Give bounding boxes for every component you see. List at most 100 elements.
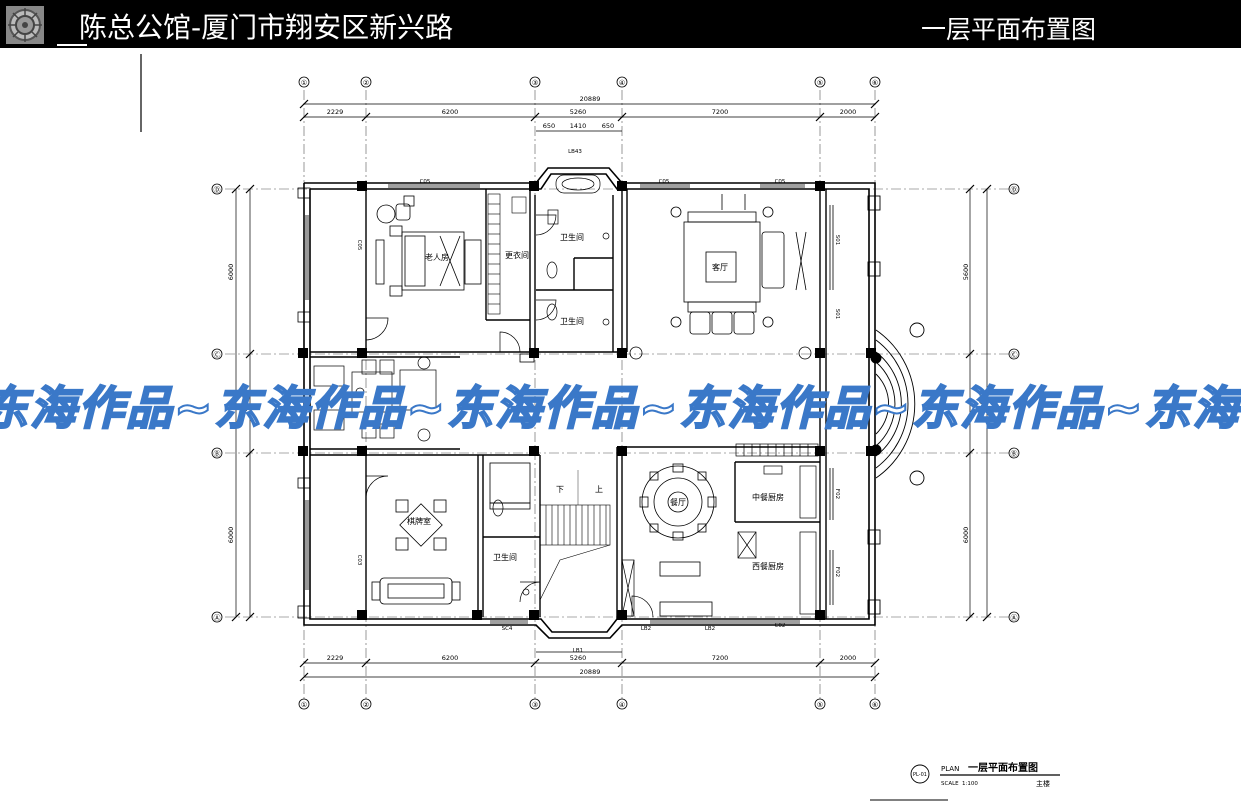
- room-label-bathroom-2: 卫生间: [560, 316, 584, 326]
- room-label-elderly: 老人房: [425, 252, 449, 262]
- grid-bubbles: [211, 76, 1020, 710]
- grid-labels: ① ② ③ ④ ⑤ ⑥ ① ② ③ ④ ⑤ ⑥ Ⓓ Ⓒ Ⓑ Ⓐ Ⓓ Ⓒ Ⓑ Ⓐ: [214, 79, 1018, 709]
- grid-row-c-right: Ⓒ: [1011, 351, 1018, 359]
- tag-bottom-door-1: LB1: [573, 648, 583, 654]
- title-block-scale-label: SCALE: [941, 781, 959, 787]
- tag-bottom-door-3: LB2: [705, 626, 715, 632]
- exterior-walls: [303, 167, 876, 639]
- right-dimension-2: 14400: [978, 393, 986, 414]
- top-dimension-2: 6200: [442, 108, 459, 116]
- title-block-plan-label: PLAN: [941, 765, 959, 773]
- chess-room-furniture: [371, 462, 531, 605]
- room-labels: 老人房 更衣间 卫生间 卫生间 客厅 棋牌室 卫生间 下 上 餐厅 中餐厨房 西…: [407, 232, 784, 571]
- bottom-dimension-4: 7200: [712, 654, 729, 662]
- tag-left-window-1: C05: [356, 240, 362, 251]
- top-total-dimension: 20889: [580, 95, 601, 103]
- tag-right-window-1: S01: [834, 235, 840, 246]
- bay-dimension-2: 1410: [570, 122, 587, 130]
- project-title: 陈总公馆-厦门市翔安区新兴路: [79, 11, 454, 44]
- bay-dimension-3: 650: [602, 122, 614, 130]
- grid-row-d-left: Ⓓ: [214, 186, 221, 194]
- right-dimension-3: 6000: [962, 527, 970, 544]
- side-dimension-text: 6000 2600 6000 5600 14400 6000: [227, 264, 986, 544]
- drawing-title-block: PL-01 PLAN 一层平面布置图 SCALE 1:100 主楼: [870, 761, 1060, 801]
- dining-table: [639, 463, 717, 617]
- top-dimension-lines: [299, 99, 880, 132]
- bottom-dimension-2: 6200: [442, 654, 459, 662]
- tag-right-window-3: F02: [834, 489, 840, 499]
- structural-columns: [298, 181, 876, 620]
- living-room-furniture: [670, 194, 807, 335]
- bottom-dimension-3: 5260: [570, 654, 587, 662]
- left-dimension-3: 6000: [227, 527, 235, 544]
- elderly-room-bed: [375, 225, 482, 297]
- grid-col-1-bottom: ①: [301, 701, 307, 709]
- grid-row-b-left: Ⓑ: [214, 450, 221, 458]
- bottom-total-dimension: 20889: [580, 668, 601, 676]
- grid-col-6-bottom: ⑥: [872, 701, 878, 709]
- bottom-dimension-5: 2000: [840, 654, 857, 662]
- top-dimension-5: 2000: [840, 108, 857, 116]
- corridor-furniture: [313, 356, 437, 442]
- title-underline: [57, 44, 87, 46]
- room-label-closet: 更衣间: [505, 250, 529, 260]
- tag-right-window-4: F02: [834, 567, 840, 577]
- tag-bottom-door-2: LB2: [641, 626, 651, 632]
- left-dimension-1: 6000: [227, 264, 235, 281]
- grid-col-1-top: ①: [301, 79, 307, 87]
- stair-label-up: 上: [595, 485, 603, 494]
- title-block-code: PL-01: [913, 772, 927, 778]
- tag-top-window-2: C05: [659, 179, 670, 185]
- tag-left-window-2: C03: [356, 555, 362, 566]
- left-dimension-2: 2600: [241, 395, 249, 412]
- stair-label-down: 下: [556, 485, 564, 494]
- title-block-building: 主楼: [1036, 779, 1050, 788]
- bottom-dimension-1: 2229: [327, 654, 344, 662]
- elderly-room-armchair: [376, 195, 415, 224]
- tag-bottom-window-1: SC4: [502, 626, 513, 632]
- grid-col-2-top: ②: [363, 79, 369, 87]
- grid-row-d-right: Ⓓ: [1011, 186, 1018, 194]
- grid-col-5-top: ⑤: [817, 79, 823, 87]
- room-label-chess: 棋牌室: [407, 516, 431, 526]
- room-label-chinese-kitchen: 中餐厨房: [752, 492, 784, 502]
- grid-col-6-top: ⑥: [872, 79, 878, 87]
- watermark: 东海作品~东海作品~东海作品~东海作品~东海作品~东海作品: [0, 372, 1241, 432]
- room-label-dining: 餐厅: [670, 498, 686, 507]
- closet-wardrobe: [487, 193, 527, 315]
- tag-right-window-2: S01: [834, 309, 840, 320]
- bathroom-fixtures: [492, 174, 610, 596]
- top-dimension-3: 5260: [570, 108, 587, 116]
- grid-col-5-bottom: ⑤: [817, 701, 823, 709]
- opening-tags: LB43 C05 C05 C05 S01 S01 F02 F02 SC4 LB1…: [356, 149, 840, 654]
- sheet-title: 一层平面布置图: [921, 15, 1097, 44]
- right-dimension-1: 5600: [962, 264, 970, 281]
- grid-row-b-right: Ⓑ: [1011, 450, 1018, 458]
- window-openings: [305, 184, 834, 624]
- title-block-plan-name: 一层平面布置图: [968, 761, 1038, 774]
- grid-col-4-bottom: ④: [619, 701, 625, 709]
- top-dimension-1: 2229: [327, 108, 344, 116]
- room-label-western-kitchen: 西餐厨房: [752, 561, 784, 571]
- tag-bay-window: LB43: [568, 149, 582, 155]
- exterior-terrace: [867, 195, 925, 615]
- room-label-living: 客厅: [712, 262, 728, 272]
- top-dimension-4: 7200: [712, 108, 729, 116]
- room-label-bathroom-1: 卫生间: [560, 232, 584, 242]
- grid-row-a-left: Ⓐ: [214, 614, 221, 622]
- room-label-bathroom-3: 卫生间: [493, 552, 517, 562]
- tag-top-window-1: C05: [420, 179, 431, 185]
- tag-bottom-window-2: C02: [775, 623, 786, 629]
- grid-col-2-bottom: ②: [363, 701, 369, 709]
- watermark-text: 东海作品~东海作品~东海作品~东海作品~东海作品~东海作品: [0, 380, 1241, 432]
- side-dimension-lines: [231, 184, 992, 622]
- top-dimension-text: 20889 2229 6200 5260 7200 2000 650 1410 …: [327, 95, 857, 130]
- facade-columns: [297, 187, 812, 619]
- staircase: [539, 470, 611, 601]
- bay-dimension-1: 650: [543, 122, 555, 130]
- grid-col-3-top: ③: [532, 79, 538, 87]
- kitchen-counters: [621, 443, 819, 617]
- title-block-scale-value: 1:100: [962, 781, 978, 787]
- grid-col-4-top: ④: [619, 79, 625, 87]
